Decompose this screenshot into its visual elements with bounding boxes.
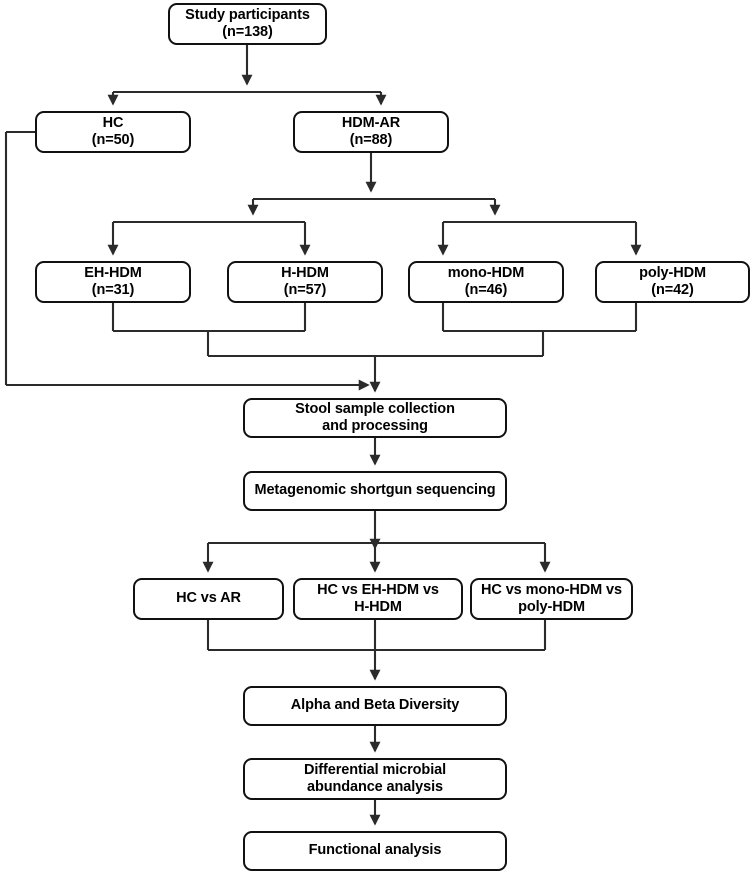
node-metagenomic-sequencing[interactable]: Metagenomic shortgun sequencing: [243, 471, 507, 511]
node-stool-sample-collection[interactable]: Stool sample collection and processing: [243, 398, 507, 438]
node-comparison-hc-vs-eh-hdm-vs-h-hdm[interactable]: HC vs EH-HDM vs H-HDM: [293, 578, 463, 620]
node-functional-analysis[interactable]: Functional analysis: [243, 831, 507, 871]
node-alpha-and-beta-diversity-label: Alpha and Beta Diversity: [290, 697, 460, 714]
node-eh-hdm[interactable]: EH-HDM (n=31): [35, 261, 191, 303]
node-comparison-hc-vs-ar-label: HC vs AR: [176, 590, 241, 607]
node-alpha-and-beta-diversity[interactable]: Alpha and Beta Diversity: [243, 686, 507, 726]
node-h-hdm-label: H-HDM (n=57): [281, 264, 329, 298]
node-comparison-hc-vs-ar[interactable]: HC vs AR: [133, 578, 284, 620]
node-metagenomic-sequencing-label: Metagenomic shortgun sequencing: [254, 482, 496, 499]
node-hdm-ar-label: HDM-AR (n=88): [341, 114, 401, 148]
node-mono-hdm[interactable]: mono-HDM (n=46): [408, 261, 564, 303]
node-h-hdm[interactable]: H-HDM (n=57): [227, 261, 383, 303]
node-differential-abundance-analysis-label: Differential microbial abundance analysi…: [303, 761, 447, 795]
node-hdm-ar[interactable]: HDM-AR (n=88): [293, 111, 449, 153]
node-mono-hdm-label: mono-HDM (n=46): [447, 264, 525, 298]
node-eh-hdm-label: EH-HDM (n=31): [84, 264, 142, 298]
node-hc-label: HC (n=50): [91, 114, 135, 148]
node-comparison-hc-vs-mono-hdm-vs-poly-hdm[interactable]: HC vs mono-HDM vs poly-HDM: [470, 578, 633, 620]
node-functional-analysis-label: Functional analysis: [308, 842, 442, 859]
node-poly-hdm[interactable]: poly-HDM (n=42): [595, 261, 750, 303]
node-study-participants-label: Study participants (n=138): [185, 6, 310, 40]
node-comparison-hc-vs-mono-hdm-vs-poly-hdm-label: HC vs mono-HDM vs poly-HDM: [481, 581, 622, 615]
node-study-participants[interactable]: Study participants (n=138): [168, 3, 327, 45]
node-poly-hdm-label: poly-HDM (n=42): [639, 264, 706, 298]
node-differential-abundance-analysis[interactable]: Differential microbial abundance analysi…: [243, 758, 507, 800]
node-stool-sample-collection-label: Stool sample collection and processing: [295, 400, 455, 434]
node-hc[interactable]: HC (n=50): [35, 111, 191, 153]
node-comparison-hc-vs-eh-hdm-vs-h-hdm-label: HC vs EH-HDM vs H-HDM: [317, 581, 439, 615]
